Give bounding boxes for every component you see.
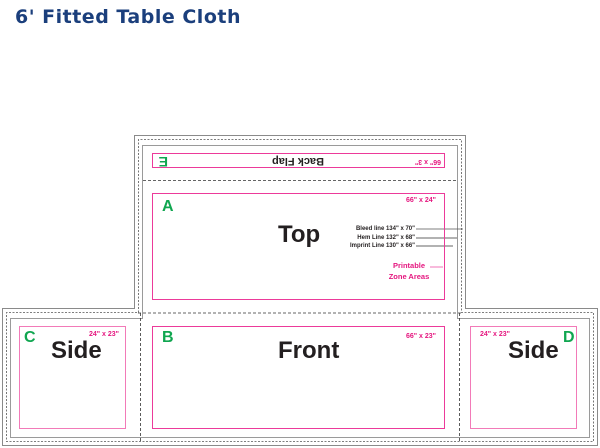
panel-side-right [470, 326, 577, 429]
legend-imprint: Imprint Line 130" x 66" [349, 243, 415, 249]
panel-label: Back Flap [272, 155, 324, 167]
bleed-line [2, 135, 598, 446]
panel-back-flap: E Back Flap 66" x 3" [152, 153, 445, 170]
panel-label: Side [51, 337, 102, 364]
panel-label: Top [278, 221, 321, 248]
panel-size: 66" x 23" [406, 333, 436, 340]
panel-letter: E [158, 154, 168, 170]
legend-bleed: Bleed line 134" x 70" [355, 226, 415, 232]
imprint-line [10, 145, 590, 438]
panel-letter: A [162, 198, 174, 215]
panel-letter: C [24, 329, 36, 346]
panel-top [152, 193, 445, 300]
panel-label: Front [278, 337, 340, 364]
panel-side-left [19, 326, 126, 429]
panel-size: 24" x 23" [480, 331, 510, 338]
panel-letter: B [162, 329, 174, 346]
panel-size: 24" x 23" [89, 331, 119, 338]
panel-size: 66" x 24" [406, 197, 436, 204]
legend-printable-zone: Printable Zone Areas [380, 260, 438, 282]
panel-label: Side [508, 337, 559, 364]
panel-front [152, 326, 445, 429]
panel-size: 66" x 3" [414, 158, 441, 165]
hem-line [6, 139, 594, 442]
page-title: 6' Fitted Table Cloth [15, 6, 241, 28]
panel-letter: D [563, 329, 575, 346]
legend-printable: Printable [392, 261, 426, 270]
legend-hem: Hem Line 132" x 68" [357, 235, 415, 241]
legend-zone: Zone Areas [388, 272, 430, 281]
